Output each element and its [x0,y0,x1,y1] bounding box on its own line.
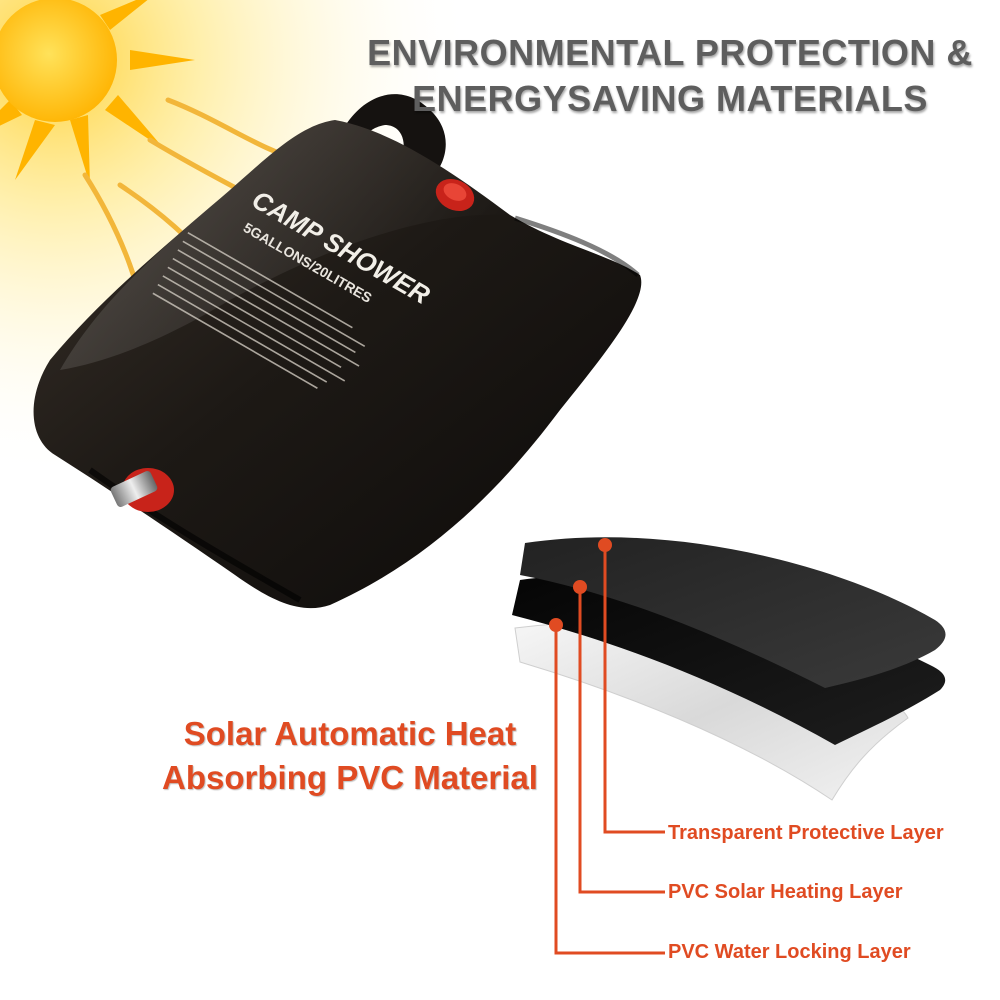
material-callout-line-1: Solar Automatic Heat [183,715,517,752]
headline-line-2: ENERGYSAVING MATERIALS [412,78,928,119]
headline-line-1: ENVIRONMENTAL PROTECTION & [367,32,973,73]
protective-layer [520,537,946,688]
sun-icon [0,0,195,185]
layer-leader-lines [554,545,665,955]
camp-shower-bag: CAMP SHOWER 5GALLONS/20LITRES [33,94,642,609]
layer-label-water-locking: PVC Water Locking Layer [668,941,911,963]
layer-leader-dots [549,538,612,632]
material-callout-line-2: Absorbing PVC Material [162,759,538,796]
outlet-valve [110,468,174,512]
solar-heating-layer [512,575,946,745]
layer-label-heating: PVC Solar Heating Layer [668,881,903,903]
material-layers [512,537,946,801]
bag-instructions-block [152,231,366,389]
layer-label-protective: Transparent Protective Layer [668,822,944,844]
